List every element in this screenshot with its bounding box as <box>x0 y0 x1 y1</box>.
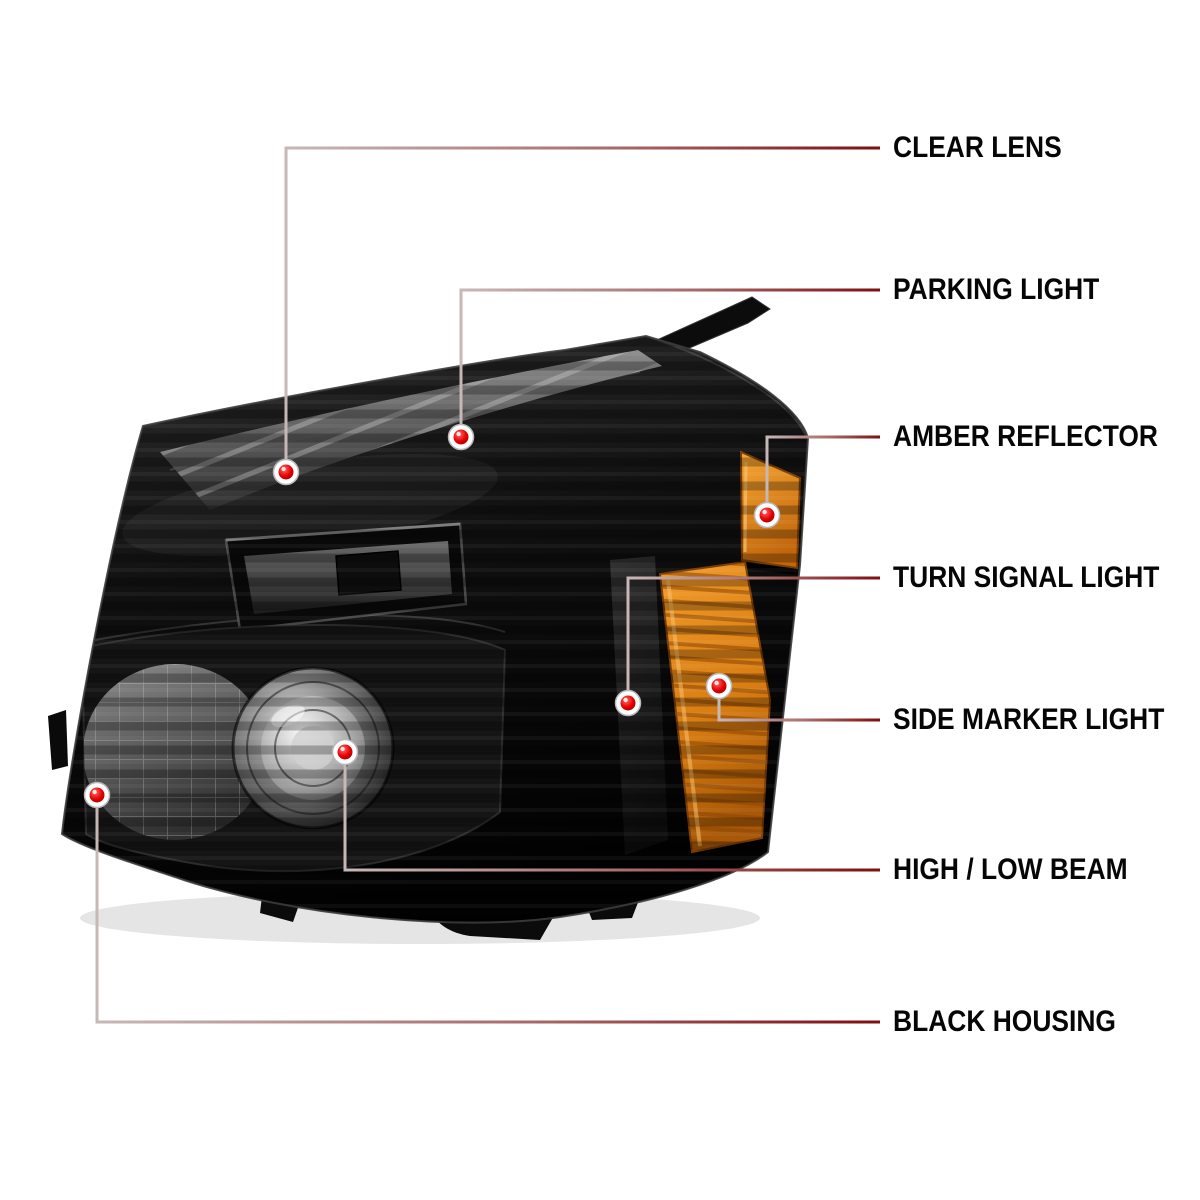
callout-line-black-housing <box>95 795 880 1024</box>
callout-label-high-low-beam: HIGH / LOW BEAM <box>893 853 1128 886</box>
callout-label-parking-light: PARKING LIGHT <box>893 273 1100 306</box>
headlight-photo-group <box>48 296 810 944</box>
callout-line-amber-reflector <box>765 435 880 515</box>
callout-line-clear-lens <box>284 146 880 472</box>
housing-interior <box>62 336 808 923</box>
callout-dot-amber-reflector <box>753 501 781 529</box>
callout-label-turn-signal-light: TURN SIGNAL LIGHT <box>893 561 1160 594</box>
callout-label-clear-lens: CLEAR LENS <box>893 131 1062 164</box>
callout-dot-black-housing <box>83 781 111 809</box>
housing-outline <box>60 334 810 924</box>
callout-line-turn-signal-light <box>626 576 880 703</box>
side-mounting-tab <box>48 710 68 770</box>
callout-lines <box>95 146 880 1024</box>
callout-dot-clear-lens <box>272 458 300 486</box>
callout-dot-turn-signal-light <box>614 689 642 717</box>
callout-label-black-housing: BLACK HOUSING <box>893 1005 1116 1038</box>
callout-dot-side-marker-light <box>705 672 733 700</box>
callout-dot-parking-light <box>447 423 475 451</box>
callout-dot-high-low-beam <box>331 738 359 766</box>
callout-line-high-low-beam <box>343 752 880 872</box>
callout-label-side-marker-light: SIDE MARKER LIGHT <box>893 703 1165 736</box>
callout-line-parking-light <box>459 288 880 437</box>
callout-label-amber-reflector: AMBER REFLECTOR <box>893 420 1158 453</box>
